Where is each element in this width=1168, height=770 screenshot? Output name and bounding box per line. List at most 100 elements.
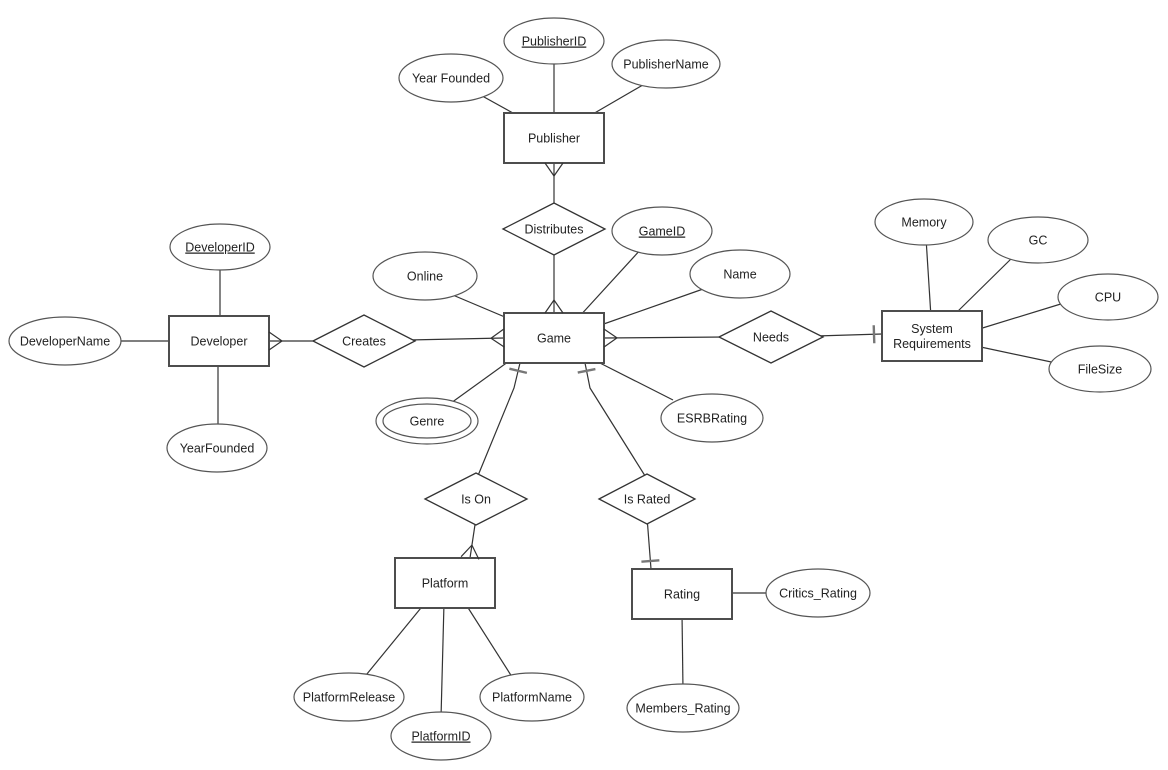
relationship-distributes xyxy=(501,202,607,256)
relationship-distributes-label: Distributes xyxy=(524,223,583,237)
cardinality-many-marker xyxy=(544,299,555,314)
attribute-memory xyxy=(874,198,974,246)
attribute-game-id-label: GameID xyxy=(639,225,686,239)
edge-gc-system-requirements xyxy=(953,255,1015,316)
entity-game-label: Game xyxy=(537,332,571,346)
attribute-year-founded-developer xyxy=(166,423,268,473)
attribute-year-founded-publisher xyxy=(398,53,504,103)
relationship-needs-label: Needs xyxy=(753,331,789,345)
relationship-is-rated xyxy=(597,473,697,525)
edge-needs-system-requirements xyxy=(815,333,883,337)
attribute-name-label: Name xyxy=(723,268,756,282)
attribute-year-founded-publisher-label: Year Founded xyxy=(412,72,490,86)
attribute-game-id xyxy=(611,206,713,256)
attribute-platform-id-label: PlatformID xyxy=(411,730,470,744)
cardinality-many-marker xyxy=(490,328,505,339)
entity-publisher xyxy=(503,112,605,164)
cardinality-many-marker xyxy=(490,337,505,348)
edge-game-id-game xyxy=(577,247,643,319)
cardinality-one-marker xyxy=(641,559,660,563)
attribute-filesize-label: FileSize xyxy=(1078,363,1123,377)
attribute-publisher-name xyxy=(611,39,721,89)
entity-publisher-label: Publisher xyxy=(528,132,580,146)
attribute-gc-label: GC xyxy=(1029,234,1048,248)
attribute-publisher-id xyxy=(503,17,605,65)
edge-name-game xyxy=(597,287,707,327)
entity-rating-label: Rating xyxy=(664,588,700,602)
attribute-gc xyxy=(987,216,1089,264)
entity-system-requirements xyxy=(881,310,983,362)
attribute-platform-name-label: PlatformName xyxy=(492,691,572,705)
entity-developer-label: Developer xyxy=(191,335,248,349)
entity-platform-label: Platform xyxy=(422,577,469,591)
edge-platform-platform-name xyxy=(464,602,515,681)
attribute-online xyxy=(372,251,478,301)
attribute-members-rating xyxy=(626,683,740,733)
attribute-filesize xyxy=(1048,345,1152,393)
cardinality-one-marker xyxy=(872,325,876,344)
attribute-memory-label: Memory xyxy=(901,216,947,230)
edge-needs-game xyxy=(603,336,727,339)
attribute-publisher-name-label: PublisherName xyxy=(623,58,709,72)
edge-rating-members-rating xyxy=(681,612,684,691)
entity-developer xyxy=(168,315,270,367)
cardinality-markers-layer xyxy=(268,162,876,563)
attribute-developer-id-label: DeveloperID xyxy=(185,241,254,255)
cardinality-many-marker xyxy=(553,162,564,177)
attribute-genre xyxy=(375,397,479,445)
attribute-developer-id xyxy=(169,223,271,271)
attribute-name xyxy=(689,249,791,299)
attribute-cpu xyxy=(1057,273,1159,321)
cardinality-many-marker xyxy=(471,544,480,560)
entity-platform xyxy=(394,557,496,609)
attribute-esrb-rating-label: ESRBRating xyxy=(677,412,747,426)
attribute-year-founded-developer-label: YearFounded xyxy=(180,442,255,456)
attribute-platform-name xyxy=(479,672,585,722)
relationship-is-on-label: Is On xyxy=(461,493,491,507)
attribute-cpu-label: CPU xyxy=(1095,291,1121,305)
attribute-developer-name xyxy=(8,316,122,366)
attribute-platform-id xyxy=(390,711,492,761)
edge-filesize-system-requirements xyxy=(975,345,1057,364)
attribute-platform-release xyxy=(293,672,405,722)
edge-platform-platform-id xyxy=(440,602,445,719)
attribute-critics-rating xyxy=(765,568,871,618)
edge-cpu-system-requirements xyxy=(975,302,1065,331)
cardinality-one-marker xyxy=(509,367,528,375)
attribute-publisher-id-label: PublisherID xyxy=(522,35,587,49)
attribute-platform-release-label: PlatformRelease xyxy=(303,691,395,705)
cardinality-many-marker xyxy=(544,162,555,177)
attribute-critics-rating-label: Critics_Rating xyxy=(779,587,857,601)
edge-online-game xyxy=(447,292,513,321)
cardinality-many-marker xyxy=(553,299,564,314)
edge-creates-game xyxy=(407,337,505,341)
attribute-genre-label: Genre xyxy=(410,415,445,429)
attribute-esrb-rating xyxy=(660,393,764,443)
attribute-members-rating-label: Members_Rating xyxy=(635,702,730,716)
relationship-is-on xyxy=(423,472,529,526)
edge-game-esrb-rating xyxy=(593,359,674,401)
edge-genre-game xyxy=(450,358,513,404)
attribute-developer-name-label: DeveloperName xyxy=(20,335,110,349)
entity-rating xyxy=(631,568,733,620)
entity-game xyxy=(503,312,605,364)
cardinality-many-marker xyxy=(268,331,283,342)
cardinality-many-marker xyxy=(460,544,473,558)
edge-memory-system-requirements xyxy=(925,237,932,318)
cardinality-many-marker xyxy=(268,340,283,351)
cardinality-many-marker xyxy=(603,328,618,339)
edge-platform-platform-release xyxy=(361,602,426,681)
relationship-creates-label: Creates xyxy=(342,335,386,349)
attribute-genre-inner-ellipse xyxy=(382,403,472,439)
relationship-is-rated-label: Is Rated xyxy=(624,493,671,507)
cardinality-many-marker xyxy=(603,337,618,348)
cardinality-one-marker xyxy=(577,367,596,374)
relationship-creates xyxy=(311,314,417,368)
edge-game-is-rated xyxy=(584,362,648,480)
edges-layer xyxy=(112,50,1065,719)
attribute-online-label: Online xyxy=(407,270,443,284)
